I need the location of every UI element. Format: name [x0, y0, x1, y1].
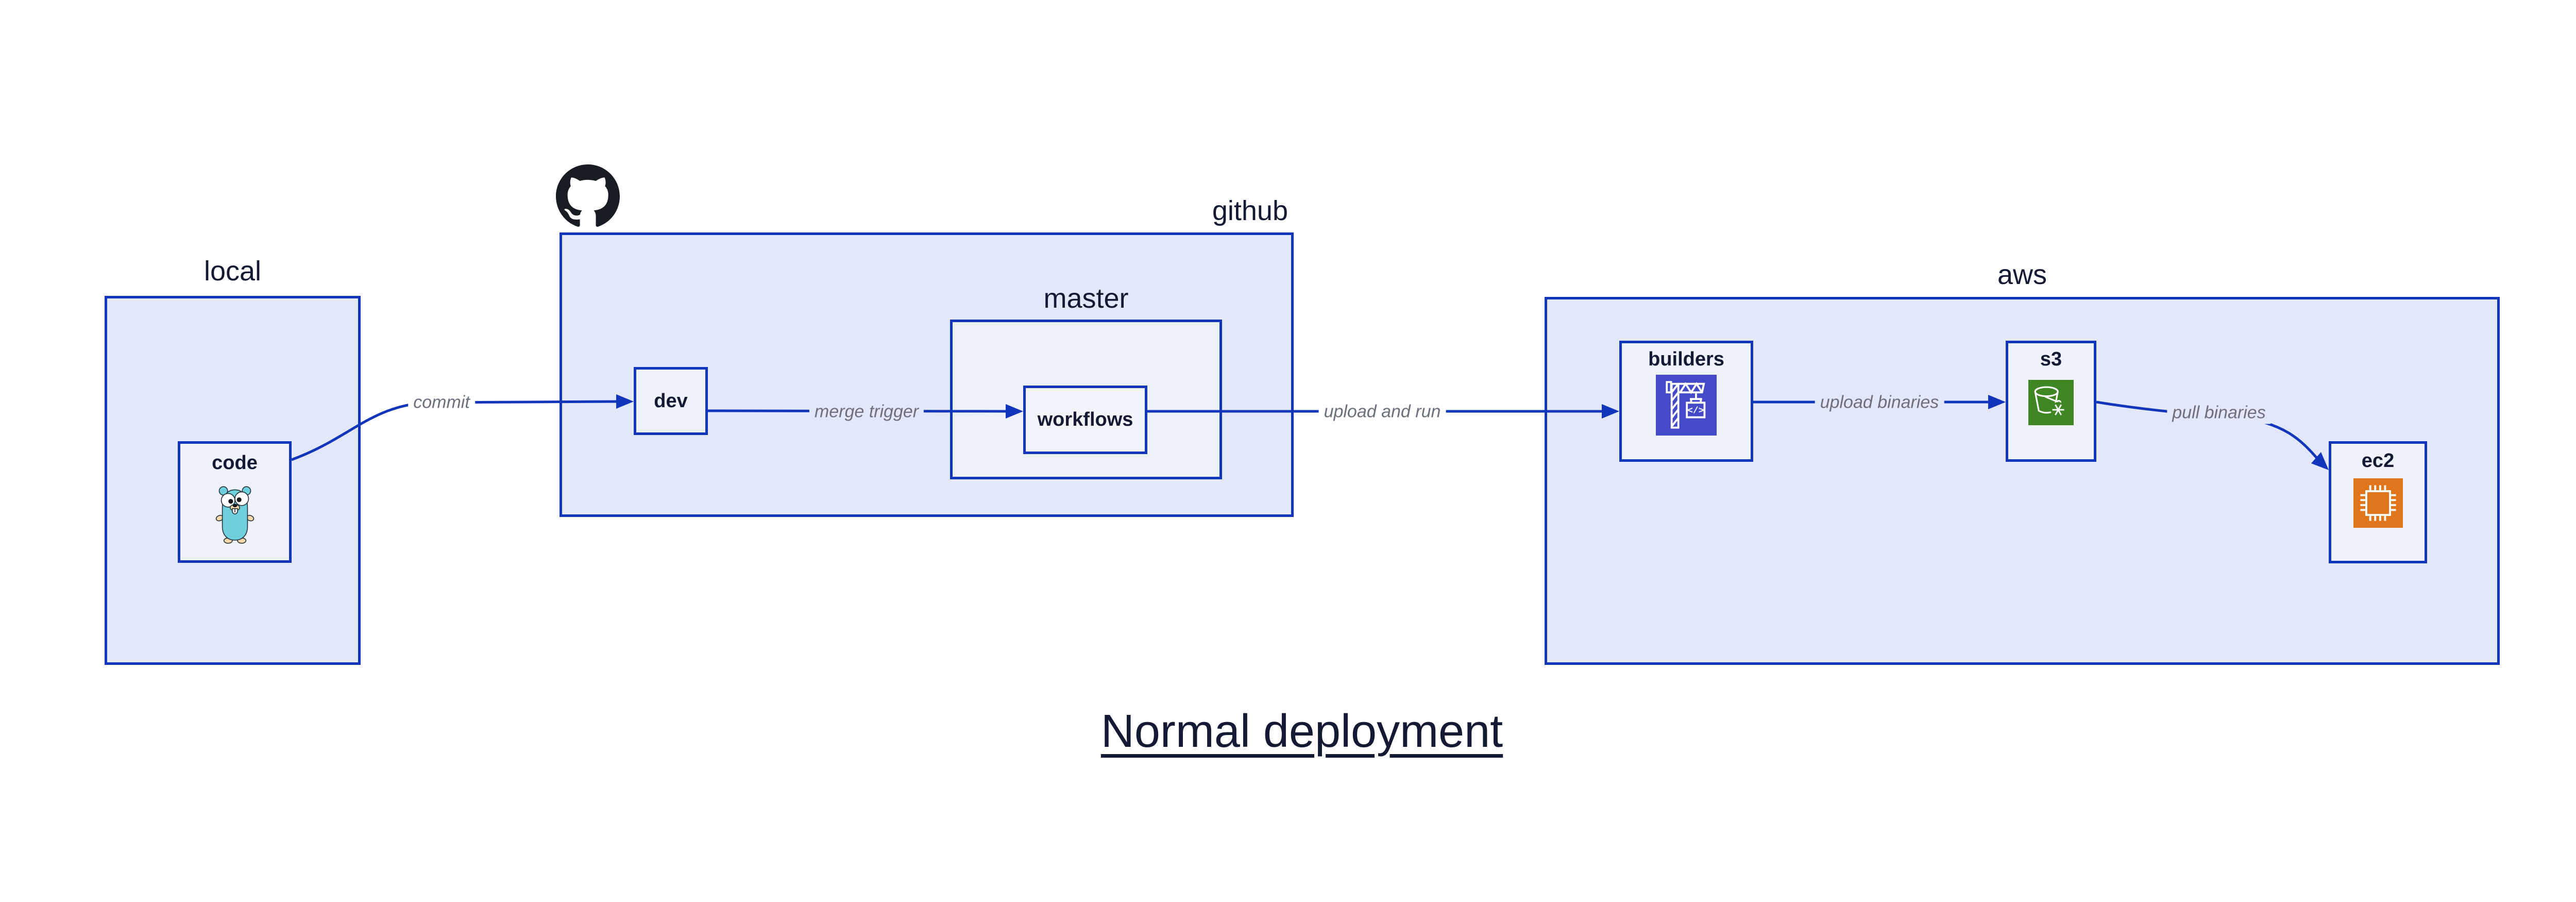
group-master-label: master	[1043, 283, 1129, 314]
github-octocat-icon	[556, 164, 620, 231]
edge-commit-label: commit	[408, 391, 475, 414]
edge-pull-binaries-label: pull binaries	[2167, 402, 2271, 424]
ec2-chip-icon	[2353, 478, 2403, 530]
edge-merge-trigger-label: merge trigger	[809, 400, 924, 423]
go-gopher-icon	[208, 481, 262, 547]
node-dev-label: dev	[654, 390, 688, 412]
edge-upload-and-run-label: upload and run	[1318, 400, 1446, 423]
svg-text:</>: </>	[1687, 406, 1704, 416]
node-workflows: workflows	[1023, 386, 1147, 454]
node-s3: s3	[2006, 341, 2096, 462]
group-github-label: github	[1212, 195, 1288, 226]
node-ec2-label: ec2	[2361, 450, 2395, 472]
diagram-title: Normal deployment	[1100, 706, 1503, 757]
group-local-label: local	[204, 256, 262, 287]
group-aws-label: aws	[1997, 259, 2047, 290]
node-ec2: ec2	[2329, 441, 2427, 563]
node-workflows-label: workflows	[1037, 409, 1133, 430]
codebuild-crane-icon: </>	[1655, 375, 1717, 438]
node-builders: builders </>	[1619, 341, 1753, 462]
node-dev: dev	[634, 367, 708, 435]
node-s3-label: s3	[2040, 348, 2062, 370]
node-builders-label: builders	[1648, 348, 1724, 370]
node-code-label: code	[212, 452, 258, 474]
s3-glacier-bucket-icon	[2028, 380, 2074, 428]
node-code: code	[178, 441, 292, 563]
edge-upload-binaries-label: upload binaries	[1815, 391, 1944, 414]
